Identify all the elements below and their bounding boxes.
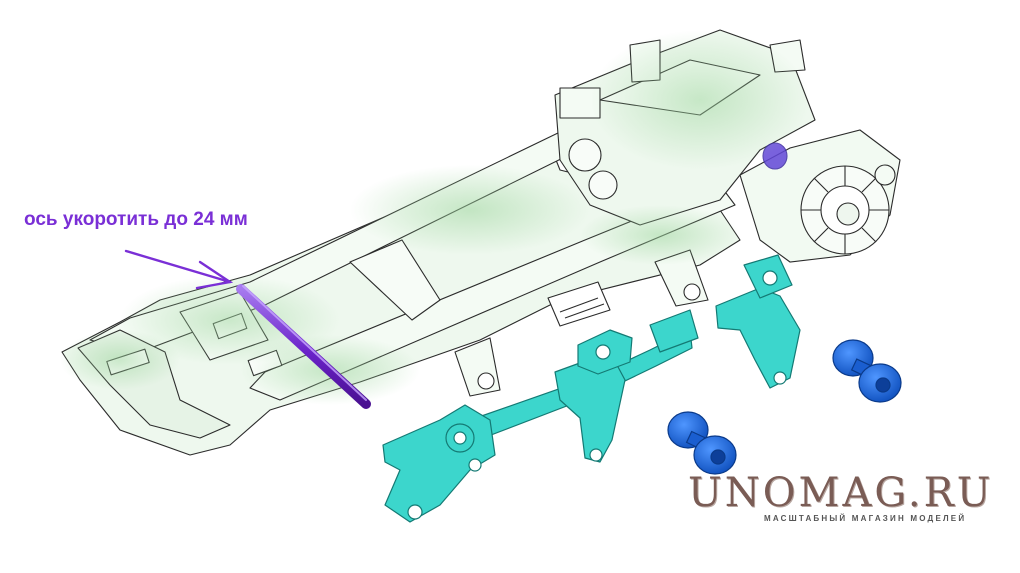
diff-flange-center: [836, 202, 860, 226]
right-bracket-eye: [773, 371, 787, 385]
axle-shorten-note: ось укоротить до 24 мм: [24, 209, 248, 230]
left-knuckle-hub-inner: [453, 431, 467, 445]
green-blob-1: [590, 30, 810, 170]
gearbox-cylinder-2: [588, 170, 618, 200]
right-bracket: [715, 287, 801, 389]
wheel-pair-right: [832, 339, 902, 403]
frame-crossmember-1: [349, 239, 441, 321]
left-knuckle-pin-2: [468, 458, 482, 472]
center-bracket-eye: [589, 448, 603, 462]
upper-mount-pin: [595, 344, 611, 360]
diff-output-cap: [874, 164, 896, 186]
watermark-logo: UNOMAG.RU: [688, 470, 994, 516]
axle-rod: [236, 284, 371, 409]
wheel-right-hub: [875, 377, 891, 393]
green-blob-6: [580, 205, 740, 265]
right-bracket-pin: [762, 270, 778, 286]
axle-rod-highlight: [242, 285, 367, 401]
frame-block: [547, 281, 611, 327]
wheel-left-hub: [710, 449, 726, 465]
frame-bracket-2-hole: [683, 283, 701, 301]
linkage-connector: [649, 309, 699, 353]
left-knuckle-pin-1: [407, 504, 423, 520]
green-blob-5: [60, 330, 180, 390]
green-wash: [60, 30, 810, 405]
green-blob-2: [350, 165, 590, 255]
steering-linkage: [382, 254, 801, 523]
diff-fins: [801, 166, 889, 254]
frame-block-ribs: [559, 297, 605, 319]
gearbox-cylinder-1: [568, 138, 602, 172]
road-wheels: [667, 339, 902, 475]
axle-rod-body: [236, 284, 371, 409]
watermark-tagline: МАСШТАБНЫЙ МАГАЗИН МОДЕЛЕЙ: [764, 514, 967, 523]
frame-bracket-1-hole: [477, 372, 495, 390]
wheel-pair-left: [667, 411, 737, 475]
arrow-pointer-icon: [124, 249, 234, 290]
